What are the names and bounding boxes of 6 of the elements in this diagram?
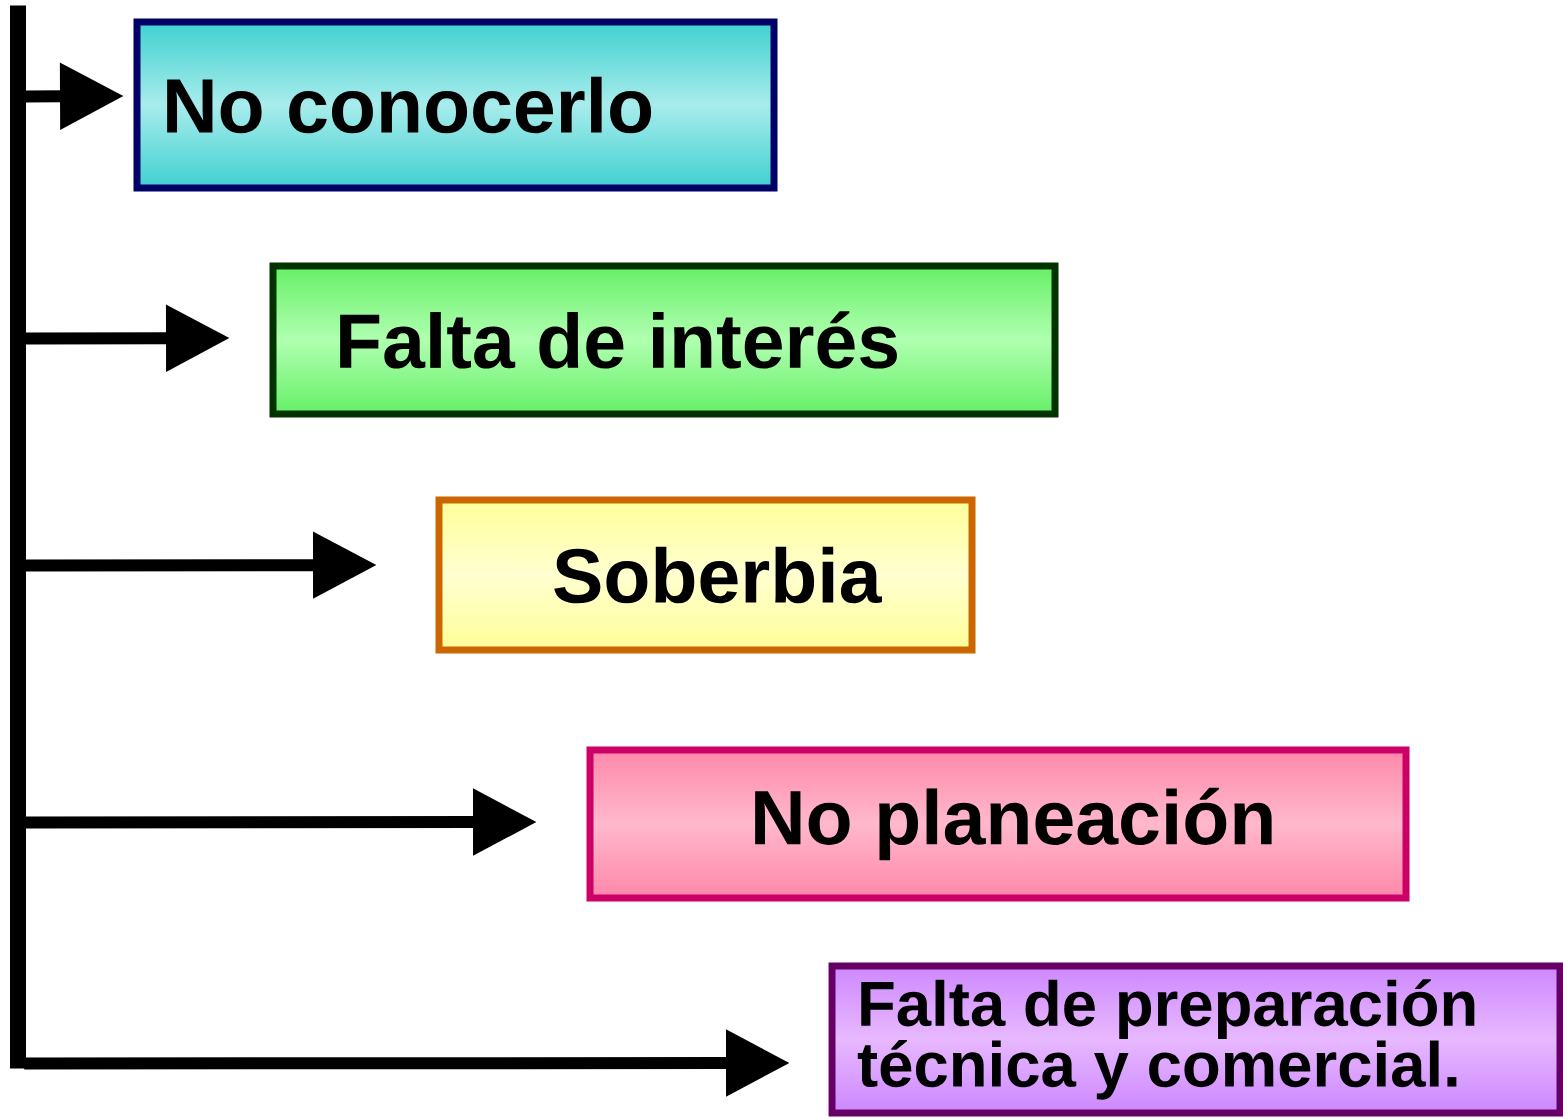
text-box: Soberbia (435, 496, 976, 654)
vertical-bar (10, 5, 26, 1069)
text-box: No conocerlo (133, 18, 778, 192)
text-box: No planeación (586, 746, 1410, 902)
text-box: Falta de interés (269, 262, 1059, 418)
text-box: Falta de preparación técnica y comercial. (828, 962, 1563, 1117)
